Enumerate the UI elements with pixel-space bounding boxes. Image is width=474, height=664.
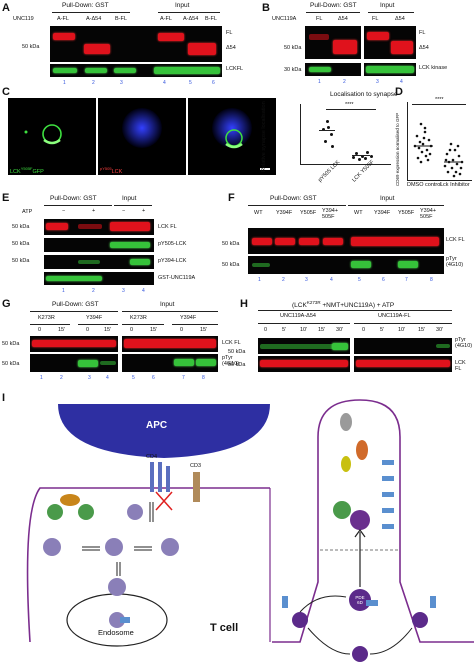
a-band-fl: FL <box>226 30 233 36</box>
panel-label-c: C <box>2 86 10 98</box>
e-blot-gst <box>44 272 154 285</box>
b-blot-top-left <box>305 26 361 59</box>
b-blot-bottom-right <box>364 63 416 76</box>
e-blot-lck <box>44 219 154 235</box>
i-schematic <box>26 399 474 662</box>
a-blot-top <box>50 26 222 62</box>
d-scatter <box>413 122 464 178</box>
a-lane-2: A-Δ54 <box>86 16 102 22</box>
h-blot-ptyr-d54 <box>258 338 350 354</box>
i-apc-label: APC <box>146 420 168 431</box>
panel-label-i: I <box>2 392 6 404</box>
e-blot-py394 <box>44 255 154 269</box>
a-mw: 50 kDa <box>22 44 40 50</box>
i-tcell-label: T cell <box>210 622 239 634</box>
b-pulldown-label: Pull-Down: GST <box>310 2 357 9</box>
h-blot-ptyr-fl <box>354 338 452 354</box>
c-mid-caption: LCK <box>111 168 123 175</box>
b-row-label: UNC119A <box>272 16 297 22</box>
c-left-caption: LCK <box>10 168 21 175</box>
b-blot-bottom-left <box>305 63 361 76</box>
panel-label-f: F <box>228 192 235 204</box>
i-pde-label: PDE 6D <box>355 595 365 605</box>
a-row-label: UNC119 <box>13 16 34 22</box>
c-micrograph-lck-gfp <box>8 98 96 175</box>
c-chart-title: Localisation to synapse <box>330 91 398 98</box>
f-blot-lck <box>248 228 444 254</box>
g-blot-lck <box>30 336 118 352</box>
panel-label-h: H <box>240 298 248 310</box>
g-blot-ptyr <box>30 354 118 372</box>
panel-label-g: G <box>2 298 11 310</box>
h-blot-lck-d54 <box>258 356 350 372</box>
e-blot-py505 <box>44 238 154 252</box>
b-input-label: Input <box>380 2 395 9</box>
c-micrograph-merge <box>188 98 276 175</box>
c-micrograph-dapi <box>98 98 186 175</box>
a-blot-bottom <box>50 64 222 77</box>
d-ylabel: CD69 expression normalised to GFP <box>395 112 400 186</box>
panel-label-e: E <box>2 192 10 204</box>
g-blot-ptyr-input <box>122 354 218 372</box>
a-band-d54: Δ54 <box>226 45 236 51</box>
panel-label-b: B <box>262 2 270 14</box>
f-blot-ptyr <box>248 256 444 274</box>
d-chart-axes <box>407 102 472 181</box>
b-blot-top-right <box>364 26 416 59</box>
panel-label-a: A <box>2 2 10 14</box>
i-endosome-label: Endosome <box>98 628 134 637</box>
panel-label-d: D <box>395 86 403 98</box>
h-title: (LCKK273R +NMT+UNC119A) + ATP <box>292 300 395 310</box>
i-cd4-label: CD4 <box>146 454 158 460</box>
a-input-label: Input <box>175 2 190 9</box>
h-blot-lck-fl <box>354 356 452 372</box>
a-lane-1: A-FL <box>57 16 69 22</box>
c-chart-axes <box>300 104 391 165</box>
a-band-lck: LCKFL <box>226 66 244 72</box>
c-ylabel: Relative synapse localisation <box>261 101 267 172</box>
g-blot-lck-input <box>122 336 218 352</box>
a-lane-6: B-FL <box>205 16 217 22</box>
i-cd3-label: CD3 <box>190 463 202 469</box>
a-lane-4: A-FL <box>160 16 172 22</box>
a-lane-5: A-Δ54 <box>183 16 199 22</box>
a-lane-3: B-FL <box>115 16 127 22</box>
a-pulldown-label: Pull-Down: GST <box>62 2 109 9</box>
